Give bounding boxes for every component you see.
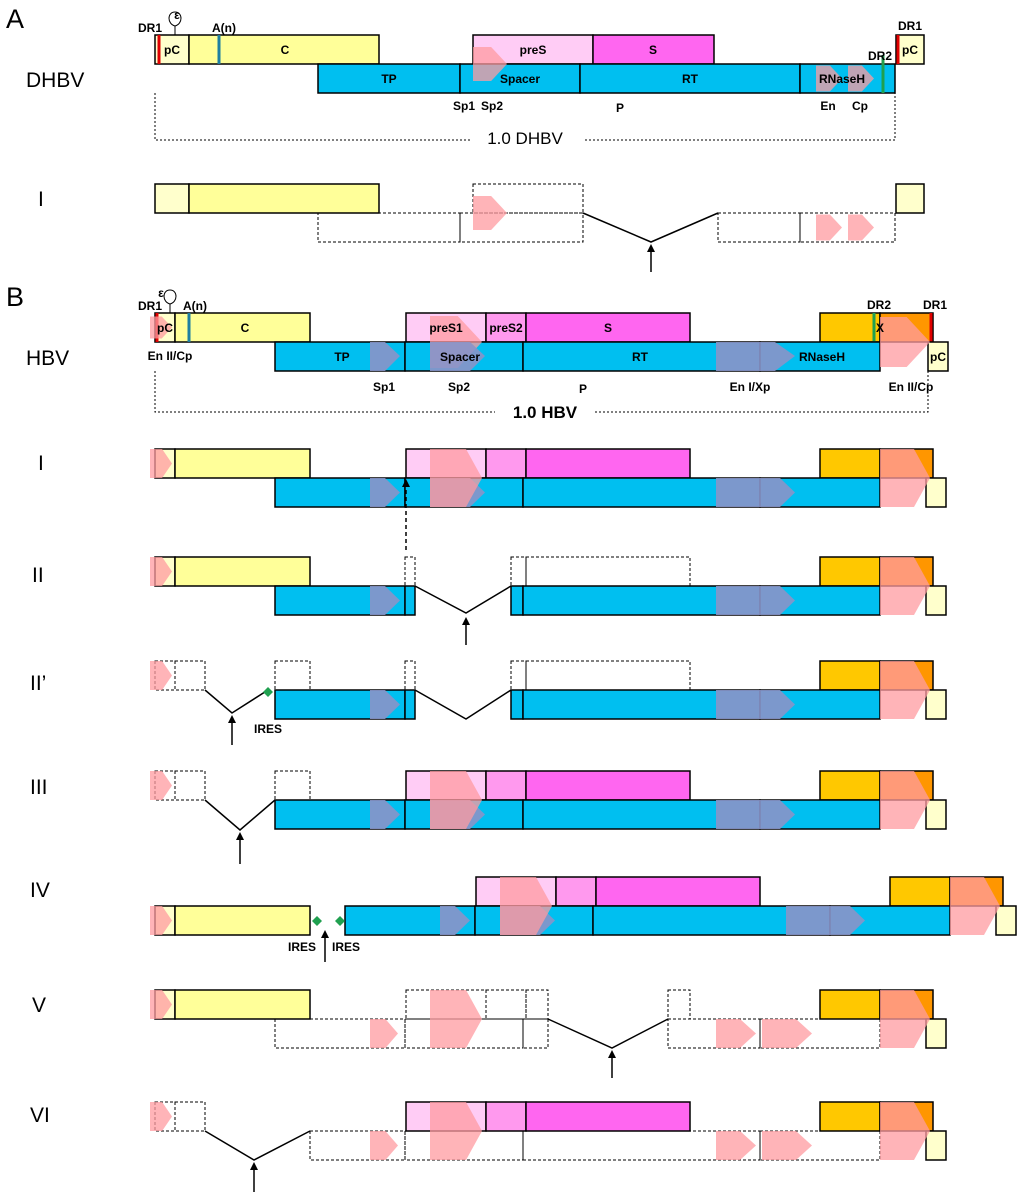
dhbv-pc-right-label: pC (902, 43, 918, 57)
hbv-row-vi-label: VI (30, 1104, 50, 1127)
hbv-dr2-label: DR2 (867, 298, 891, 312)
dhbv-tp-label: TP (381, 72, 396, 86)
hbv-genome-label: HBV (26, 347, 69, 370)
hbv-x-box (819, 312, 881, 343)
dhbv-pc-label: pC (164, 43, 180, 57)
hbv-transcript-rows (150, 448, 1017, 1192)
hbv-sp2-label: Sp2 (448, 380, 470, 394)
hbv-enii-cp-right-label: En II/Cp (889, 380, 934, 394)
dhbv-pres-label: preS (520, 43, 547, 57)
hbv-an-label: A(n) (183, 299, 207, 313)
hbv-sp1-arrow (370, 342, 400, 371)
panel-b-label: B (6, 282, 24, 312)
hbv-p-label: P (579, 382, 587, 396)
hbv-c-box (174, 312, 311, 343)
hbv-row-i-label: I (38, 452, 44, 475)
hbv-pres2-label: preS2 (489, 321, 523, 335)
hbv-sp2-arrow (430, 342, 485, 371)
genome-length-brackets (154, 93, 929, 413)
dhbv-dr2-label: DR2 (868, 49, 892, 63)
dhbv-sp2-label: Sp2 (481, 99, 503, 113)
hbv-s-label: S (604, 321, 612, 335)
connectors (154, 93, 929, 413)
dhbv-row-i-label: I (38, 188, 44, 211)
hbv-enii-cp-left-label: En II/Cp (148, 349, 193, 363)
hbv-transcript-iii (150, 770, 947, 864)
dhbv-pc-right-box (895, 34, 925, 65)
hbv-rnaseh-label: RNaseH (799, 350, 845, 364)
dhbv-c-label: C (281, 43, 290, 57)
dhbv-cp-label: Cp (852, 99, 868, 113)
dhbv-epsilon-stemloop-icon (168, 11, 182, 35)
hbv-transcript-ii (150, 556, 947, 645)
hbv-sp1-label: Sp1 (373, 380, 395, 394)
dhbv-an-label: A(n) (212, 21, 236, 35)
hbv-eni-xp-arrow (716, 342, 795, 371)
hbv-pres1-label: preS1 (429, 321, 463, 335)
dhbv-rnaseh-box (799, 63, 896, 94)
hbv-length-label: 1.0 HBV (513, 403, 578, 422)
dhbv-rnaseh-label: RNaseH (819, 72, 865, 86)
hbv-transcript-iiprime (150, 660, 947, 745)
dhbv-epsilon-label: ε (174, 8, 180, 22)
dhbv-p-label: P (616, 101, 624, 115)
hbv-dr1-right-label: DR1 (923, 298, 947, 312)
hbv-rt-label: RT (632, 350, 649, 364)
hbv-row-ii-label: II (32, 564, 44, 587)
ires-label-iv-left: IRES (288, 940, 316, 954)
hbv-epsilon-stemloop-icon (163, 289, 177, 313)
hbv-pc-right-box (927, 341, 949, 372)
ires-label-iv-right: IRES (332, 940, 360, 954)
hbv-row-iiprime-label: II’ (30, 672, 46, 695)
hbv-row-iii-label: III (30, 776, 48, 799)
dhbv-transcript-i (154, 183, 925, 243)
dhbv-rt-label: RT (682, 72, 699, 86)
dhbv-spacer-label: Spacer (500, 72, 540, 86)
dhbv-pc-box (154, 34, 190, 65)
dhbv-length-label: 1.0 DHBV (487, 129, 563, 148)
panel-a-label: A (6, 4, 24, 34)
dhbv-genome-label: DHBV (26, 69, 84, 92)
hbv-dr1-left-label: DR1 (138, 299, 162, 313)
dhbv-s-label: S (649, 43, 657, 57)
hbv-s-box (525, 312, 691, 343)
hbv-x-label: X (876, 321, 884, 335)
hbv-pc-right-label: pC (930, 350, 946, 364)
dhbv-dr1-right-label: DR1 (898, 19, 922, 33)
hbv-spacer-label: Spacer (440, 350, 480, 364)
hbv-pc-label: pC (157, 321, 173, 335)
ires-label-iiprime: IRES (254, 722, 282, 736)
dhbv-dr1-left-label: DR1 (138, 21, 162, 35)
hbv-transcript-iv (150, 876, 1017, 962)
hbv-row-iv-label: IV (30, 879, 50, 902)
hbv-tp-label: TP (334, 350, 349, 364)
hbv-transcript-v (150, 989, 947, 1078)
hbv-transcript-i (150, 448, 947, 550)
hbv-eni-xp-label: En I/Xp (730, 380, 771, 394)
hbv-row-v-label: V (32, 994, 46, 1017)
dhbv-sp1-label: Sp1 (453, 99, 475, 113)
hbv-c-label: C (241, 321, 250, 335)
dhbv-s-box (592, 34, 715, 65)
dhbv-row-i-splice (582, 212, 719, 272)
dhbv-c-box (188, 34, 380, 65)
hbv-epsilon-label: ε (158, 286, 164, 300)
hbv-transcript-vi (150, 1101, 947, 1192)
dhbv-en-label: En (820, 99, 835, 113)
